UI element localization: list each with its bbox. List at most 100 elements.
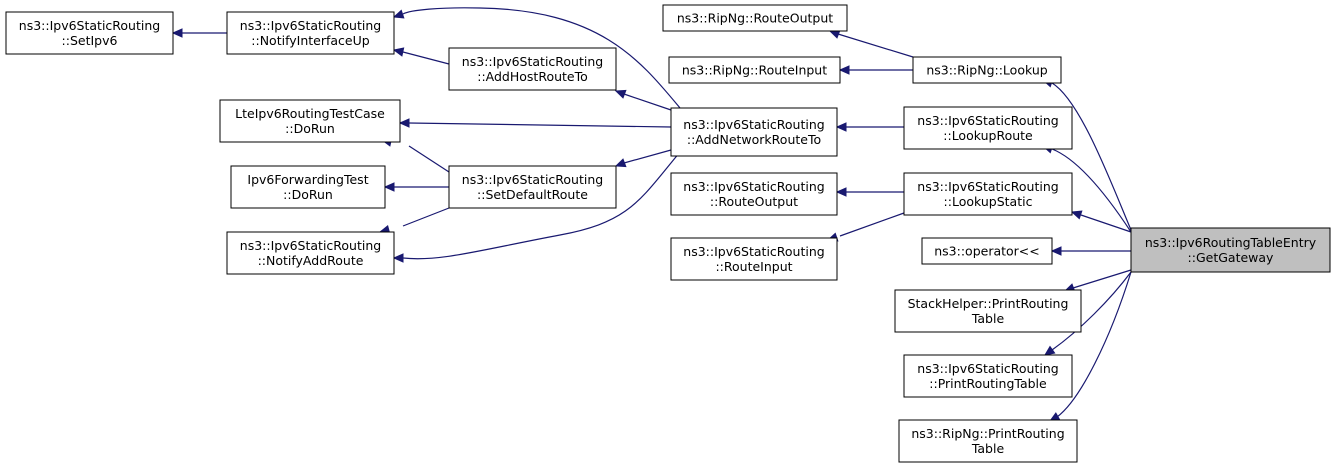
node-box[interactable] bbox=[903, 172, 1073, 216]
node-notifyif[interactable]: ns3::Ipv6StaticRouting::NotifyInterfaceU… bbox=[226, 11, 395, 55]
node-label-line: ::NotifyInterfaceUp bbox=[251, 33, 369, 48]
edge-arrowhead bbox=[171, 28, 183, 38]
node-label-line: ns3::Ipv6StaticRouting bbox=[683, 244, 824, 259]
node-box[interactable] bbox=[230, 165, 386, 209]
node-box[interactable] bbox=[5, 11, 174, 55]
edge-arrowhead bbox=[1043, 345, 1056, 356]
node-box[interactable] bbox=[668, 56, 841, 84]
node-label-line: ns3::Ipv6StaticRouting bbox=[462, 172, 603, 187]
node-ripoutput[interactable]: ns3::RipNg::RouteOutput bbox=[662, 4, 848, 32]
node-getgateway[interactable]: ns3::Ipv6RoutingTableEntry::GetGateway bbox=[1130, 227, 1331, 273]
node-label-line: ::RouteInput bbox=[715, 259, 792, 274]
node-box[interactable] bbox=[670, 107, 838, 157]
nodes-layer: ns3::Ipv6StaticRouting::SetIpv6ns3::Ipv6… bbox=[5, 4, 1331, 463]
node-srouteoutput[interactable]: ns3::Ipv6StaticRouting::RouteOutput bbox=[670, 172, 838, 216]
node-box[interactable] bbox=[448, 47, 617, 91]
node-label-line: ::RouteOutput bbox=[710, 194, 798, 209]
node-box[interactable] bbox=[670, 237, 838, 281]
edge-line bbox=[408, 122, 672, 128]
node-box[interactable] bbox=[1130, 227, 1331, 273]
edge-arrowhead bbox=[828, 29, 841, 39]
node-ripinput[interactable]: ns3::RipNg::RouteInput bbox=[668, 56, 841, 84]
node-label-line: ns3::operator<< bbox=[934, 244, 1040, 259]
edge-line bbox=[1080, 214, 1132, 233]
node-box[interactable] bbox=[898, 419, 1078, 463]
node-box[interactable] bbox=[894, 289, 1082, 333]
edge-getgateway-to-stackprint bbox=[1063, 269, 1132, 293]
node-lookuproute[interactable]: ns3::Ipv6StaticRouting::LookupRoute bbox=[903, 106, 1073, 150]
edge-arrowhead bbox=[392, 253, 404, 263]
edge-addnetwork-to-notifyadd bbox=[392, 151, 681, 263]
edge-line bbox=[623, 93, 672, 111]
node-fwdorun[interactable]: Ipv6ForwardingTest::DoRun bbox=[230, 165, 386, 209]
node-label-line: ns3::Ipv6StaticRouting bbox=[240, 238, 381, 253]
edge-setdefault-to-fwdorun bbox=[383, 182, 449, 192]
edge-line bbox=[623, 149, 672, 164]
node-label-line: Table bbox=[971, 311, 1005, 326]
edge-getgateway-to-lookupstatic bbox=[1070, 210, 1132, 233]
node-box[interactable] bbox=[226, 231, 395, 275]
node-operator[interactable]: ns3::operator<< bbox=[921, 237, 1053, 265]
node-label-line: ns3::Ipv6StaticRouting bbox=[917, 179, 1058, 194]
edge-arrowhead bbox=[838, 65, 850, 75]
edge-notifyif-to-setipv6 bbox=[171, 28, 227, 38]
node-addhost[interactable]: ns3::Ipv6StaticRouting::AddHostRouteTo bbox=[448, 47, 617, 91]
edge-getgateway-to-operator bbox=[1050, 246, 1131, 256]
node-label-line: ::AddNetworkRouteTo bbox=[687, 132, 821, 147]
node-notifyadd[interactable]: ns3::Ipv6StaticRouting::NotifyAddRoute bbox=[226, 231, 395, 275]
edge-lookuproute-to-addnetwork bbox=[835, 122, 904, 132]
edge-riplookup-to-ripinput bbox=[838, 65, 913, 75]
edge-line bbox=[402, 7, 681, 109]
node-box[interactable] bbox=[219, 99, 401, 143]
node-label-line: ::LookupRoute bbox=[943, 128, 1033, 143]
edge-line bbox=[837, 33, 914, 58]
edge-line bbox=[402, 207, 450, 227]
node-label-line: ::AddHostRouteTo bbox=[477, 69, 588, 84]
node-box[interactable] bbox=[662, 4, 848, 32]
edge-setdefault-to-ltedorun bbox=[380, 137, 450, 173]
node-box[interactable] bbox=[448, 165, 617, 209]
node-label-line: ns3::RipNg::Lookup bbox=[926, 63, 1047, 78]
edge-addnetwork-to-ltedorun bbox=[398, 118, 672, 128]
node-box[interactable] bbox=[226, 11, 395, 55]
edge-arrowhead bbox=[835, 122, 847, 132]
node-label-line: ::LookupStatic bbox=[944, 194, 1033, 209]
node-box[interactable] bbox=[912, 56, 1062, 84]
node-label-line: ::NotifyAddRoute bbox=[258, 253, 364, 268]
node-ripprint[interactable]: ns3::RipNg::PrintRoutingTable bbox=[898, 419, 1078, 463]
node-label-line: ns3::Ipv6StaticRouting bbox=[683, 179, 824, 194]
node-label-line: ns3::Ipv6StaticRouting bbox=[917, 113, 1058, 128]
edge-arrowhead bbox=[1070, 210, 1083, 220]
node-box[interactable] bbox=[670, 172, 838, 216]
node-addnetwork[interactable]: ns3::Ipv6StaticRouting::AddNetworkRouteT… bbox=[670, 107, 838, 157]
node-box[interactable] bbox=[903, 106, 1073, 150]
edge-addhost-to-notifyif bbox=[392, 47, 450, 65]
node-box[interactable] bbox=[903, 354, 1073, 398]
edge-line bbox=[402, 151, 681, 260]
node-label-line: ns3::Ipv6RoutingTableEntry bbox=[1145, 235, 1317, 250]
node-label-line: ns3::Ipv6StaticRouting bbox=[240, 18, 381, 33]
node-label-line: ::DoRun bbox=[283, 187, 333, 202]
node-lookupstatic[interactable]: ns3::Ipv6StaticRouting::LookupStatic bbox=[903, 172, 1073, 216]
node-label-line: ::DoRun bbox=[285, 121, 335, 136]
node-label-line: ns3::Ipv6StaticRouting bbox=[19, 18, 160, 33]
node-label-line: ns3::RipNg::PrintRouting bbox=[911, 426, 1064, 441]
edge-addnetwork-to-addhost bbox=[614, 89, 672, 111]
edge-lookupstatic-to-srouteinput bbox=[826, 212, 905, 242]
edge-arrowhead bbox=[392, 47, 405, 57]
edge-line bbox=[408, 145, 450, 173]
node-srouteinput[interactable]: ns3::Ipv6StaticRouting::RouteInput bbox=[670, 237, 838, 281]
node-staticprint[interactable]: ns3::Ipv6StaticRouting::PrintRoutingTabl… bbox=[903, 354, 1073, 398]
node-ltedorun[interactable]: LteIpv6RoutingTestCase::DoRun bbox=[219, 99, 401, 143]
edge-line bbox=[1051, 271, 1132, 351]
node-riplookup[interactable]: ns3::RipNg::Lookup bbox=[912, 56, 1062, 84]
edges-layer bbox=[171, 7, 1132, 422]
node-setipv6[interactable]: ns3::Ipv6StaticRouting::SetIpv6 bbox=[5, 11, 174, 55]
node-box[interactable] bbox=[921, 237, 1053, 265]
node-label-line: ::SetDefaultRoute bbox=[477, 187, 588, 202]
edge-lookupstatic-to-srouteoutput bbox=[835, 187, 904, 197]
node-setdefault[interactable]: ns3::Ipv6StaticRouting::SetDefaultRoute bbox=[448, 165, 617, 209]
edge-line bbox=[1051, 148, 1132, 233]
node-stackprint[interactable]: StackHelper::PrintRoutingTable bbox=[894, 289, 1082, 333]
